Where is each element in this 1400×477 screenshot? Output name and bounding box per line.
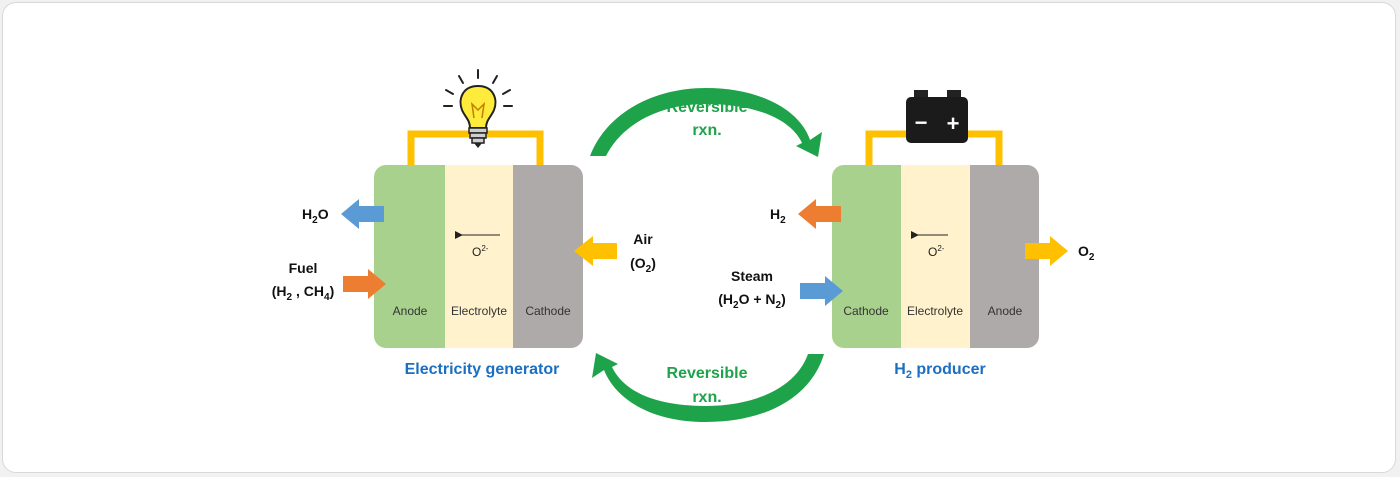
air-input-arrow (574, 236, 617, 266)
bottom-reversible-label-line1: Reversible (667, 365, 748, 382)
right-electrolyte-layer (901, 165, 970, 348)
steam-label: Steam (731, 268, 773, 284)
top-reversible-label-line2: rxn. (692, 122, 721, 139)
water-output-arrow (341, 199, 384, 229)
fuel-formula: (H2 , CH4) (272, 283, 334, 303)
battery-icon: − + (906, 90, 968, 143)
fuel-label: Fuel (289, 260, 318, 276)
hydrogen-output-arrow (798, 199, 841, 229)
battery-plus-sign: + (947, 111, 960, 136)
oxygen-output-label: O2 (1078, 243, 1095, 263)
water-output-label: H2O (302, 206, 329, 226)
hydrogen-output-label: H2 (770, 206, 786, 226)
steam-formula: (H2O + N2) (718, 291, 786, 311)
right-ion-label: O2- (928, 244, 945, 259)
steam-input-arrow (800, 276, 843, 306)
reversible-cycle: Reversible rxn. Reversible rxn. (590, 88, 824, 422)
left-cathode-label: Cathode (525, 304, 571, 318)
oxygen-output-arrow (1025, 236, 1068, 266)
top-reversible-label-line1: Reversible (667, 99, 748, 116)
air-label: Air (633, 231, 653, 247)
h2-producer-cell: − + Cathode Electrolyte Anode O2- H2 Ste… (718, 90, 1095, 381)
electricity-generator-title: Electricity generator (405, 361, 560, 378)
bottom-reversible-label-line2: rxn. (692, 389, 721, 406)
right-anode-label: Anode (988, 304, 1023, 318)
left-anode-label: Anode (393, 304, 428, 318)
left-ion-label: O2- (472, 244, 489, 259)
left-electrolyte-label: Electrolyte (451, 304, 507, 318)
right-electrolyte-label: Electrolyte (907, 304, 963, 318)
battery-minus-sign: − (915, 110, 928, 135)
h2-producer-title: H2 producer (894, 361, 985, 381)
air-formula: (O2) (630, 255, 656, 275)
left-electrolyte-layer (445, 165, 513, 348)
right-cathode-label: Cathode (843, 304, 889, 318)
top-reversible-arrow (590, 88, 822, 157)
bottom-reversible-arrow (592, 353, 824, 422)
fuel-input-arrow (343, 269, 386, 299)
electricity-generator-cell: Anode Electrolyte Cathode O2- H2O Fuel (… (272, 69, 656, 378)
light-bulb-icon (443, 69, 513, 148)
